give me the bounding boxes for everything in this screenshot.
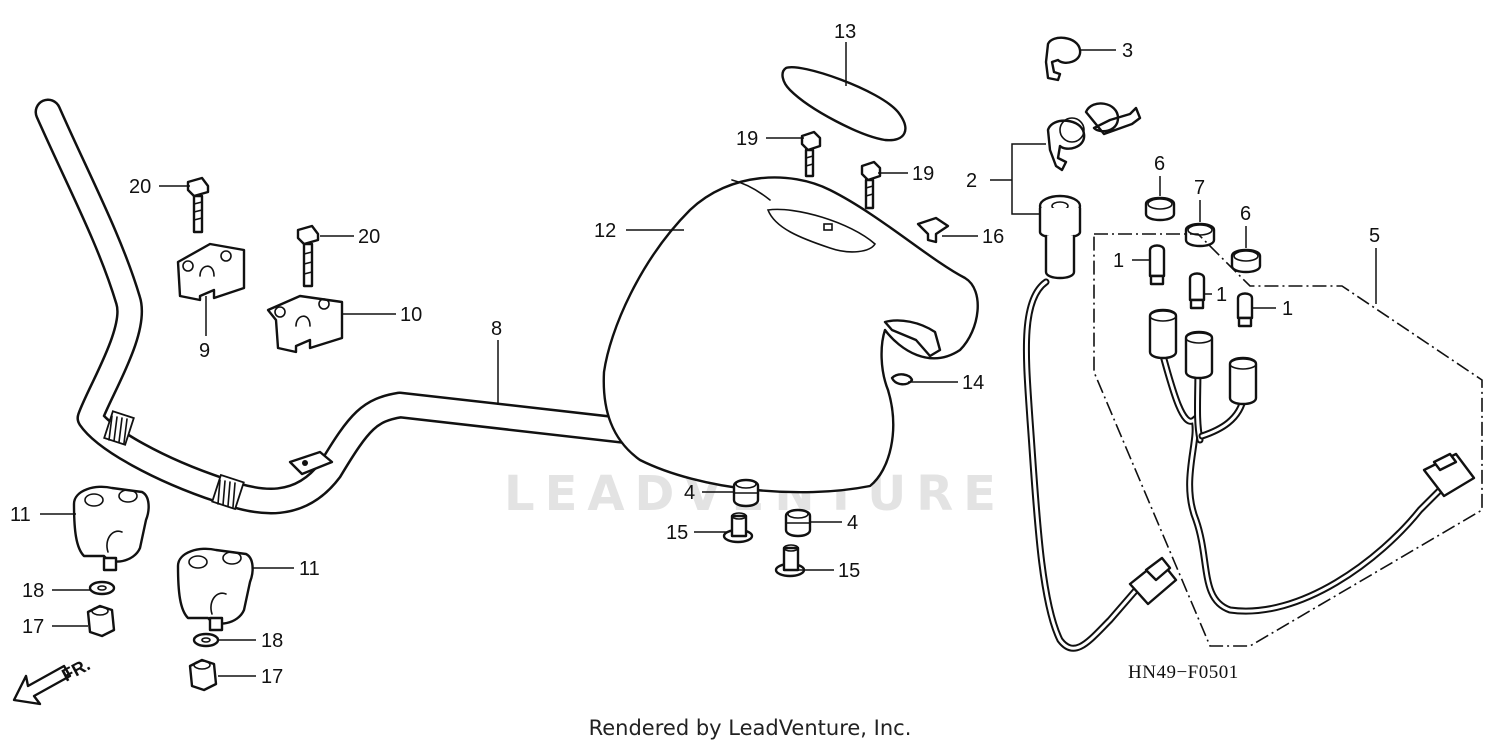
callouts: 20 20 9 10 8 11 11 18 17 18 17 12 13 19 … (10, 21, 1380, 688)
callout-4-right: 4 (847, 512, 858, 534)
nut-17-right (188, 658, 218, 692)
callout-15-left: 15 (666, 522, 688, 544)
clip-14 (890, 373, 914, 386)
callout-20-left: 20 (129, 176, 151, 198)
callout-19-left: 19 (736, 128, 758, 150)
leader-lines (40, 42, 1377, 677)
callout-12: 12 (594, 220, 616, 242)
harness-5 (1148, 308, 1476, 615)
arrow-down-left-icon (12, 664, 72, 706)
washer-18-right (192, 632, 220, 648)
ignition-switch (1038, 194, 1082, 280)
callout-10: 10 (400, 304, 422, 326)
knurl-left (103, 410, 135, 446)
callout-19-right: 19 (912, 163, 934, 185)
top-pad (781, 65, 907, 142)
bolt-20-left (186, 176, 210, 234)
lens-cap-6-a (1144, 196, 1176, 222)
callout-18-right: 18 (261, 630, 283, 652)
clip-16 (916, 216, 950, 244)
lens-cap-6-b (1230, 248, 1262, 274)
callout-16: 16 (982, 226, 1004, 248)
lower-holder-11-left (72, 485, 150, 572)
screw-19-right (860, 160, 882, 210)
callout-1-a: 1 (1113, 250, 1124, 272)
callout-18-left: 18 (22, 580, 44, 602)
callout-6-b: 6 (1240, 203, 1251, 225)
callout-6-a: 6 (1154, 153, 1165, 175)
handlebar-cover (602, 176, 979, 494)
upper-holder-9 (176, 242, 246, 302)
callout-20-right: 20 (358, 226, 380, 248)
callout-15-right: 15 (838, 560, 860, 582)
callout-17-left: 17 (22, 616, 44, 638)
callout-13: 13 (834, 21, 856, 43)
bulb-1-b (1188, 272, 1206, 310)
callout-14: 14 (962, 372, 984, 394)
nut-17-left (86, 604, 116, 638)
callout-11-right: 11 (299, 558, 320, 580)
front-indicator: FR. (12, 654, 93, 706)
diagram-reference-code: HN49−F0501 (1128, 662, 1239, 683)
upper-holder-10 (266, 294, 344, 354)
callout-8: 8 (491, 318, 502, 340)
lower-holder-11-right (176, 547, 254, 632)
ignition-harness (1022, 278, 1178, 652)
collar-15-left (722, 512, 754, 544)
knurl-right (211, 473, 245, 511)
collar-15-right (774, 544, 806, 578)
callout-7: 7 (1194, 177, 1205, 199)
grommet-4-left (732, 478, 760, 508)
callout-17-right: 17 (261, 666, 283, 688)
screw-19-left (800, 130, 822, 178)
callout-4-left: 4 (684, 482, 695, 504)
grommet-4-right (784, 508, 812, 538)
render-credit: Rendered by LeadVenture, Inc. (588, 716, 912, 740)
callout-9: 9 (199, 340, 210, 362)
handlebar (34, 98, 652, 515)
bulb-1-c (1236, 292, 1254, 328)
callout-1-b: 1 (1216, 284, 1227, 306)
callout-11-left: 11 (10, 504, 31, 526)
keys-2 (1046, 102, 1142, 172)
callout-5: 5 (1369, 225, 1380, 247)
bolt-20-right (296, 224, 320, 288)
callout-2: 2 (966, 170, 977, 192)
washer-18-left (88, 580, 116, 596)
bulb-1-a (1148, 244, 1166, 286)
callout-1-c: 1 (1282, 298, 1293, 320)
callout-3: 3 (1122, 40, 1133, 62)
key-3 (1044, 36, 1082, 82)
